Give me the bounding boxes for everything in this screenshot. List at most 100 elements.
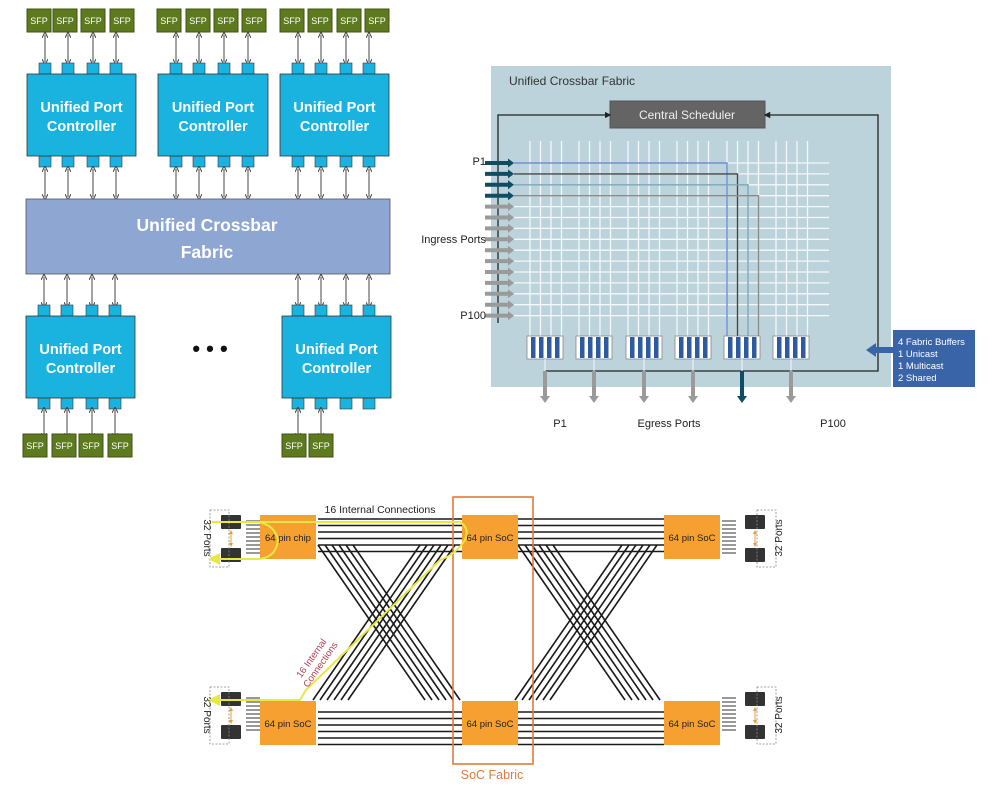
egress-to-scheduler-line — [545, 111, 879, 372]
controller-label-line-1: Unified Port — [39, 342, 121, 358]
sfp-label: SFP — [311, 16, 329, 26]
highlighted-flow-path — [514, 194, 760, 336]
highlighted-flow-path — [514, 184, 749, 336]
controller-pin — [362, 155, 376, 168]
controller-pin — [61, 62, 75, 75]
sfp-label: SFP — [245, 16, 263, 26]
sfp-label: SFP — [217, 16, 235, 26]
ingress-p1-label: P1 — [473, 156, 486, 168]
controller-pin — [339, 62, 353, 75]
sfp-label: SFP — [113, 16, 131, 26]
controller-pin — [362, 397, 376, 410]
soc-chip-label: 64 pin chip — [265, 533, 311, 544]
soc-chip-label: 64 pin SoC — [264, 719, 311, 730]
wire-diagonal — [312, 544, 421, 701]
soc-chip-label: 64 pin SoC — [466, 533, 513, 544]
ingress-arrow-icon — [485, 169, 514, 179]
sfp-module — [78, 433, 104, 458]
sfp-module — [364, 8, 390, 33]
ingress-arrow-icon — [485, 278, 514, 288]
port-block — [745, 548, 765, 562]
ingress-arrow-icon — [485, 256, 514, 266]
soc-wires — [312, 518, 664, 746]
buffer-slot — [596, 337, 601, 358]
buffer-slot — [580, 337, 585, 358]
controller-pin — [291, 155, 305, 168]
sfp-module — [241, 8, 267, 33]
highlighted-flow-path — [514, 173, 739, 336]
fabric-label-line-1: Unified Crossbar — [137, 215, 278, 235]
controller-pin — [37, 304, 51, 317]
sfp-module — [281, 433, 307, 458]
sfp-module — [336, 8, 362, 33]
sfp-module — [107, 433, 133, 458]
controller-pin — [85, 397, 99, 410]
buffer-slot — [736, 337, 741, 358]
sfp-label: SFP — [285, 441, 303, 451]
wire-diagonal — [545, 544, 654, 701]
controller-pin — [61, 155, 75, 168]
controller-pin — [86, 155, 100, 168]
highlighted-flow-path — [514, 162, 728, 336]
controller-pin — [192, 62, 206, 75]
buffer-slot — [777, 337, 782, 358]
sfp-module — [26, 8, 52, 33]
controller-label-line-2: Controller — [47, 119, 117, 135]
controller-pin — [109, 62, 123, 75]
buffer-slot — [785, 337, 790, 358]
wire-diagonal — [517, 544, 626, 701]
controller-pin — [109, 155, 123, 168]
egress-arrow-icon — [589, 371, 599, 403]
port-bracket — [756, 686, 777, 745]
egress-p100-label: P100 — [820, 418, 846, 430]
controller-label-line-2: Controller — [300, 119, 370, 135]
ingress-arrow-icon — [485, 191, 514, 201]
port-bracket — [756, 509, 777, 568]
ports-label: 32 Ports — [201, 696, 212, 733]
controller-pin — [339, 304, 353, 317]
fabric-buffers — [526, 335, 810, 371]
sfp-label: SFP — [111, 441, 129, 451]
buffer-slot — [646, 337, 651, 358]
sfp-label: SFP — [312, 441, 330, 451]
controller-pin — [217, 62, 231, 75]
wire-diagonal — [538, 544, 647, 701]
egress-arrow-icon — [540, 371, 550, 403]
buffer-slot — [588, 337, 593, 358]
buffer-note-line-4: 2 Shared — [898, 373, 937, 384]
controller-pin — [38, 155, 52, 168]
sfp-module — [109, 8, 135, 33]
controller-pin — [60, 304, 74, 317]
buffer-slot — [744, 337, 749, 358]
controller-label-line-2: Controller — [302, 361, 372, 377]
egress-p1-label: P1 — [553, 418, 566, 430]
controller-pin — [314, 397, 328, 410]
ellipsis-more-controllers: • • • — [192, 336, 227, 361]
ports-label: 32 Ports — [201, 519, 212, 556]
controller-pin — [339, 155, 353, 168]
unified-port-controller — [279, 73, 390, 157]
sfp-label: SFP — [283, 16, 301, 26]
controller-pin — [60, 397, 74, 410]
ingress-arrow-icon — [485, 267, 514, 277]
wire-diagonal — [317, 544, 426, 701]
fabric-label-line-2: Fabric — [181, 242, 234, 262]
wire-diagonal — [542, 544, 651, 701]
controller-pin — [241, 62, 255, 75]
wire-diagonal — [331, 544, 440, 701]
sfp-label: SFP — [26, 441, 44, 451]
buffer-slot — [539, 337, 544, 358]
controller-pin — [291, 62, 305, 75]
ingress-arrow-icon — [485, 180, 514, 190]
sfp-module — [22, 433, 48, 458]
soc-chip — [462, 701, 518, 745]
buffer-slot — [630, 337, 635, 358]
unified-port-controller — [281, 315, 392, 399]
controller-pin — [314, 304, 328, 317]
sfp-label: SFP — [82, 441, 100, 451]
sfp-label: SFP — [189, 16, 207, 26]
ingress-to-scheduler-line — [497, 111, 612, 323]
buffer-note-box — [893, 330, 975, 387]
